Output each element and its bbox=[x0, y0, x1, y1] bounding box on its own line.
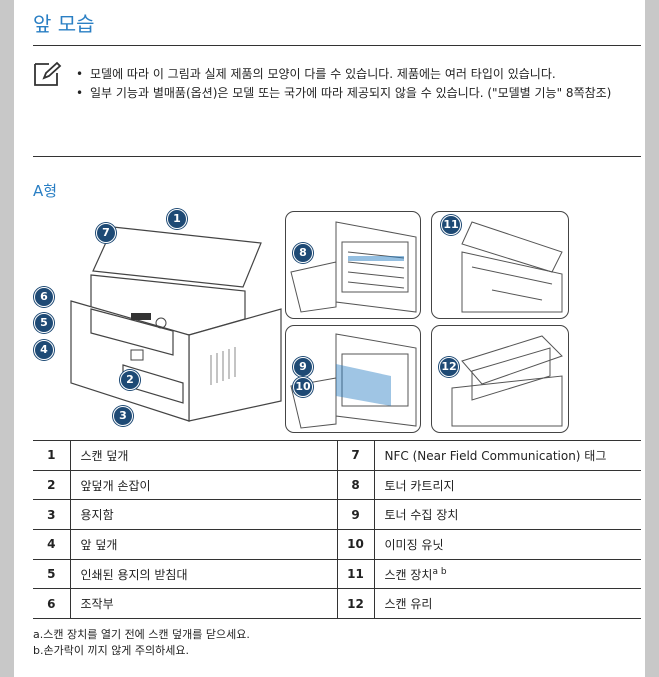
callout-1: 1 bbox=[167, 209, 187, 229]
scan-unit-illustration bbox=[461, 221, 563, 313]
printer-illustration bbox=[70, 226, 282, 422]
section-subtitle: A형 bbox=[33, 182, 58, 200]
part-label: 인쇄된 용지의 받침대 bbox=[70, 558, 338, 590]
part-number: 12 bbox=[336, 588, 375, 620]
callout-11: 11 bbox=[441, 215, 461, 235]
part-label-cell: 토너 수집 장치 bbox=[374, 499, 641, 531]
part-label: 스캔 장치 bbox=[384, 567, 433, 582]
callout-4: 4 bbox=[34, 340, 54, 360]
part-number: 2 bbox=[33, 469, 71, 501]
title-rule bbox=[33, 45, 641, 46]
scan-glass-illustration bbox=[451, 335, 563, 427]
part-label: 스캔 유리 bbox=[384, 597, 433, 612]
footnote-ref: a b bbox=[432, 566, 447, 577]
part-label: 토너 카트리지 bbox=[384, 478, 455, 493]
inset-scan-glass bbox=[431, 325, 569, 433]
part-number: 6 bbox=[33, 588, 71, 620]
footnotes: a.스캔 장치를 열기 전에 스캔 덮개를 닫으세요. b.손가락이 끼지 않게… bbox=[33, 627, 250, 659]
part-label: 이미징 유닛 bbox=[384, 537, 444, 552]
part-label: 용지함 bbox=[70, 499, 338, 531]
part-label: NFC (Near Field Communication) 태그 bbox=[384, 448, 607, 463]
part-label: 토너 수집 장치 bbox=[384, 508, 459, 523]
part-number: 8 bbox=[336, 469, 375, 501]
footnote-b: b.손가락이 끼지 않게 주의하세요. bbox=[33, 644, 190, 657]
callout-2: 2 bbox=[120, 370, 140, 390]
callout-10: 10 bbox=[293, 377, 313, 397]
part-number: 7 bbox=[336, 440, 375, 471]
part-number: 11 bbox=[336, 558, 375, 590]
imaging-illustration bbox=[290, 333, 417, 429]
callout-12: 12 bbox=[439, 357, 459, 377]
part-number: 4 bbox=[33, 529, 71, 560]
toner-illustration bbox=[290, 221, 417, 313]
note-pencil-icon bbox=[34, 61, 62, 86]
part-label: 스캔 덮개 bbox=[70, 440, 338, 471]
callout-8: 8 bbox=[293, 243, 313, 263]
callout-9: 9 bbox=[293, 357, 313, 377]
notes-rule bbox=[33, 156, 641, 157]
part-number: 5 bbox=[33, 558, 71, 590]
part-label-cell: 스캔 유리 bbox=[374, 588, 641, 620]
part-label-cell: 토너 카트리지 bbox=[374, 469, 641, 501]
part-label-cell: NFC (Near Field Communication) 태그 bbox=[374, 440, 641, 471]
printer-figure: 1 2 3 4 5 6 7 8 9 10 11 12 bbox=[33, 205, 643, 437]
part-number: 1 bbox=[33, 440, 71, 471]
part-number: 3 bbox=[33, 499, 71, 531]
part-label: 앞덮개 손잡이 bbox=[70, 469, 338, 501]
callout-6: 6 bbox=[34, 287, 54, 307]
note-item: 일부 기능과 별매품(옵션)은 모델 또는 국가에 따라 제공되지 않을 수 있… bbox=[76, 85, 641, 102]
footnote-a: a.스캔 장치를 열기 전에 스캔 덮개를 닫으세요. bbox=[33, 628, 250, 641]
notes-list: 모델에 따라 이 그림과 실제 제품의 모양이 다를 수 있습니다. 제품에는 … bbox=[76, 66, 641, 104]
callout-7: 7 bbox=[96, 223, 116, 243]
callout-3: 3 bbox=[113, 406, 133, 426]
inset-toner bbox=[285, 211, 421, 319]
part-label-cell: 이미징 유닛 bbox=[374, 529, 641, 560]
part-label-cell: 스캔 장치a b bbox=[374, 558, 641, 590]
part-label: 조작부 bbox=[70, 588, 338, 620]
note-item: 모델에 따라 이 그림과 실제 제품의 모양이 다를 수 있습니다. 제품에는 … bbox=[76, 66, 641, 83]
page-title: 앞 모습 bbox=[33, 12, 95, 36]
part-number: 9 bbox=[336, 499, 375, 531]
manual-page: 앞 모습 모델에 따라 이 그림과 실제 제품의 모양이 다를 수 있습니다. … bbox=[14, 0, 645, 677]
part-number: 10 bbox=[336, 529, 375, 560]
callout-5: 5 bbox=[34, 313, 54, 333]
part-label: 앞 덮개 bbox=[70, 529, 338, 560]
